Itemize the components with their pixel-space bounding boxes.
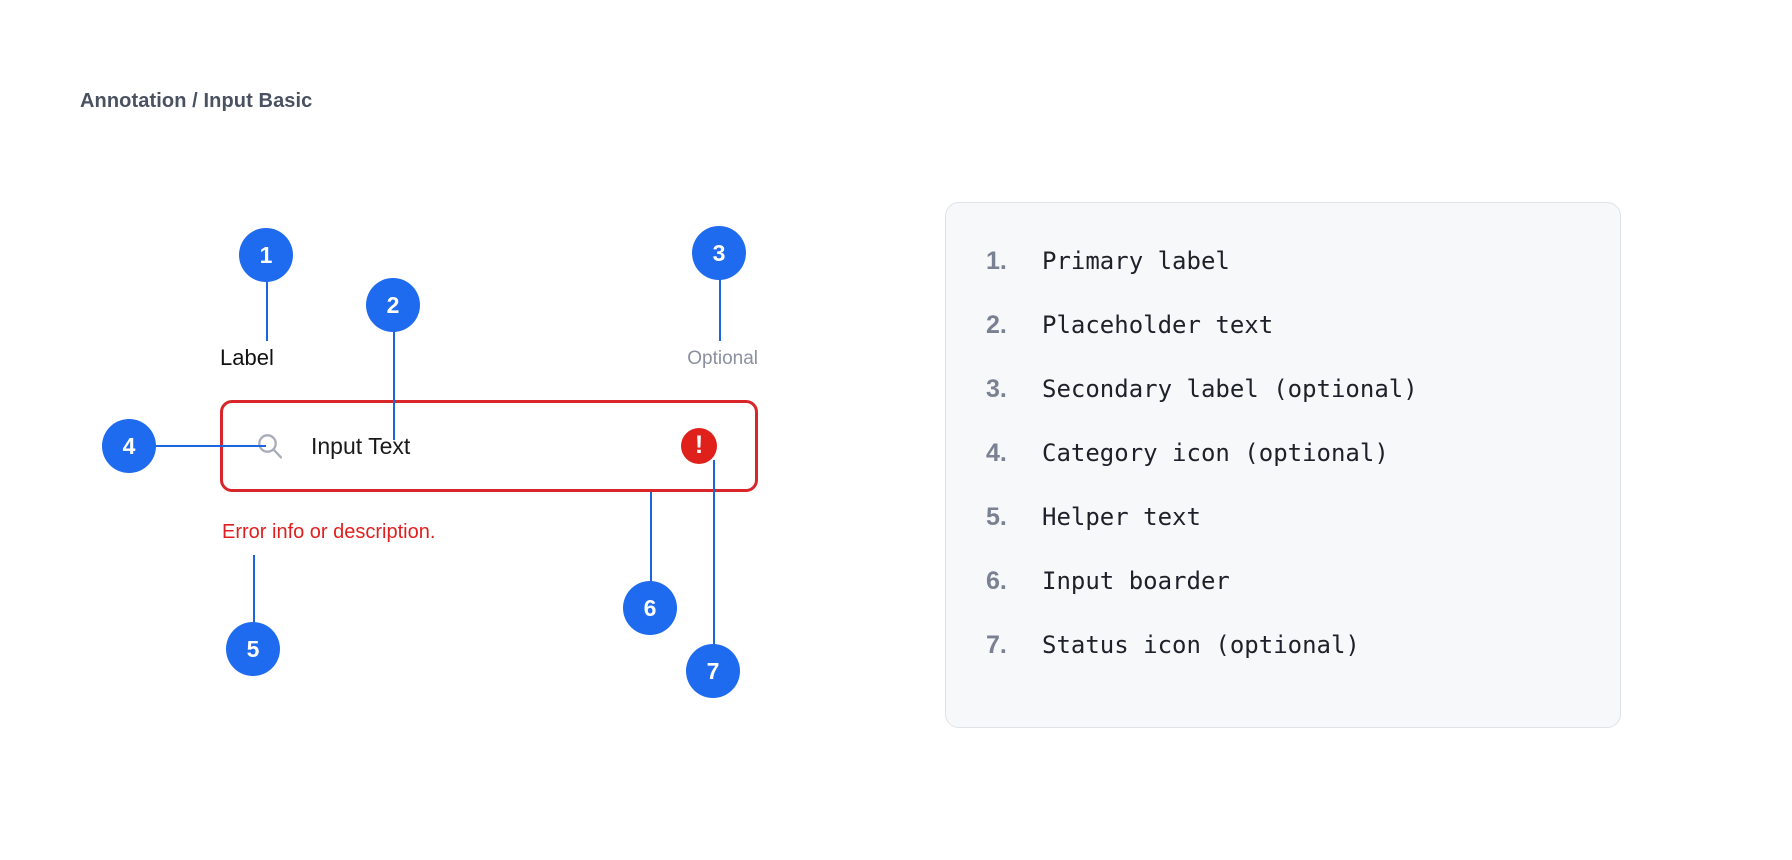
annotated-example: Label Optional Input Text ! Error info o… [102,226,758,698]
legend-item-number: 1. [986,247,1007,275]
text-input-field[interactable]: Input Text ! [220,400,758,492]
legend-item-label: Primary label [1042,247,1230,275]
search-icon [255,431,285,461]
legend-list: 1. Primary label 2. Placeholder text 3. … [986,247,1596,695]
callout-badge-4[interactable]: 4 [102,419,156,473]
primary-label: Label [220,345,274,370]
leader-line-5 [253,555,255,623]
callout-badge-7[interactable]: 7 [686,644,740,698]
legend-item-label: Helper text [1042,503,1201,531]
page-title: Annotation / Input Basic [80,90,313,112]
legend-item-label: Category icon (optional) [1042,439,1389,467]
legend-item-label: Placeholder text [1042,311,1274,339]
legend-item-number: 6. [986,567,1007,595]
input-value-text[interactable]: Input Text [311,433,411,459]
list-item: 3. Secondary label (optional) [986,375,1596,439]
input-label-row: Label Optional [220,342,758,374]
callout-badge-5[interactable]: 5 [226,622,280,676]
legend-item-number: 5. [986,503,1007,531]
callout-badge-3[interactable]: 3 [692,226,746,280]
error-exclamation-icon: ! [681,428,717,464]
legend-item-label: Input boarder [1042,567,1230,595]
helper-text: Error info or description. [222,521,436,543]
leader-line-4 [156,445,266,447]
exclamation-glyph: ! [694,430,704,459]
list-item: 7. Status icon (optional) [986,631,1596,695]
callout-badge-1[interactable]: 1 [239,228,293,282]
legend-item-number: 4. [986,439,1007,467]
list-item: 5. Helper text [986,503,1596,567]
legend-item-label: Secondary label (optional) [1042,375,1418,403]
callout-badge-6[interactable]: 6 [623,581,677,635]
legend-panel: 1. Primary label 2. Placeholder text 3. … [945,202,1621,728]
legend-item-number: 2. [986,311,1007,339]
list-item: 6. Input boarder [986,567,1596,631]
legend-item-label: Status icon (optional) [1042,631,1360,659]
secondary-label-optional: Optional [687,348,758,369]
leader-line-3 [719,253,721,341]
leader-line-1 [266,255,268,341]
legend-item-number: 3. [986,375,1007,403]
leader-line-7 [713,460,715,645]
callout-badge-2[interactable]: 2 [366,278,420,332]
leader-line-2 [393,305,395,440]
list-item: 4. Category icon (optional) [986,439,1596,503]
list-item: 1. Primary label [986,247,1596,311]
list-item: 2. Placeholder text [986,311,1596,375]
leader-line-6 [650,492,652,582]
legend-item-number: 7. [986,631,1007,659]
